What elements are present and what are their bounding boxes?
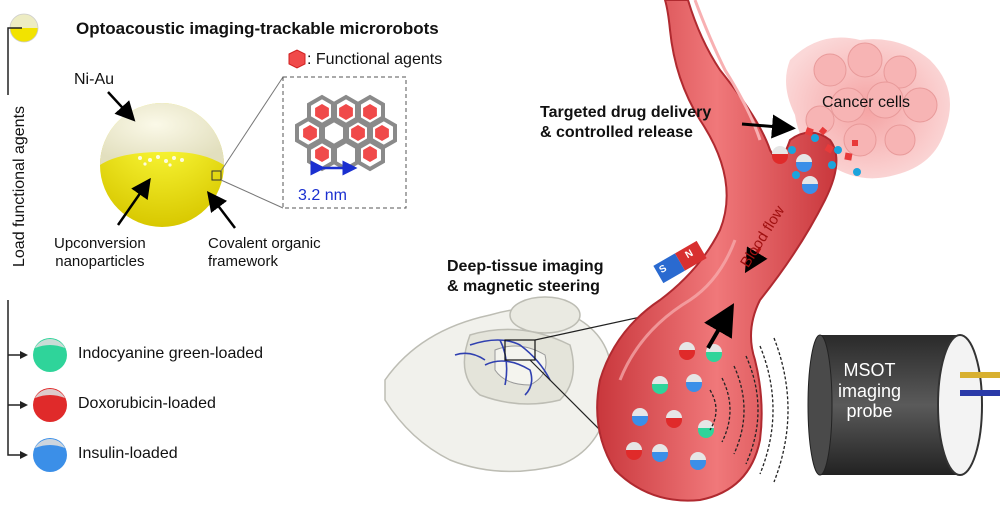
variant-spheres [33, 338, 67, 472]
icg-sphere-icon [33, 338, 67, 372]
functional-agents-label: : Functional agents [307, 51, 443, 68]
targeted-arrow [741, 114, 796, 139]
side-label: Load functional agents [11, 105, 28, 267]
vessel-microrobot [652, 444, 668, 462]
vessel-microrobot [626, 442, 642, 460]
microrobot-sphere [100, 103, 224, 227]
microrobot-movement-arrow [704, 303, 735, 350]
vessel-microrobot [698, 420, 714, 438]
vessel-microrobot [690, 452, 706, 470]
vessel-microrobot [632, 408, 648, 426]
variant-dox-label: Doxorubicin-loaded [78, 395, 216, 412]
ucnp-label: Upconversion nanoparticles [54, 235, 146, 270]
functional-agent-hex [375, 125, 389, 141]
blood-flow-arrow [744, 246, 768, 274]
cancer-cells-label: Cancer cells [822, 94, 911, 111]
variant-insulin-label: Insulin-loaded [78, 445, 178, 462]
deep-tissue-label: Deep-tissue imaging & magnetic steering [447, 258, 604, 295]
functional-agent-hex [315, 104, 329, 120]
mouse-zoom-box [504, 339, 536, 361]
vessel-microrobot [679, 342, 695, 360]
dox-sphere-icon [33, 388, 67, 422]
vessel-microrobots [626, 146, 818, 470]
pore-size-label: 3.2 nm [298, 187, 347, 204]
functional-agent-hex-icon [288, 49, 306, 69]
title-microrobot-icon [9, 13, 39, 43]
left-bracket [7, 27, 22, 456]
bracket-arrowheads [20, 351, 28, 459]
vessel-microrobot [666, 410, 682, 428]
sphere-pointer-arrows [107, 91, 236, 229]
vessel-microrobot [796, 154, 812, 172]
mouse-vessels [454, 339, 551, 396]
functional-agent-hex [315, 146, 329, 162]
released-drug-particles [788, 126, 861, 179]
vessel-microrobot [652, 376, 668, 394]
targeted-delivery-label: Targeted drug delivery & controlled rele… [540, 104, 712, 141]
ni-au-label: Ni-Au [74, 71, 115, 88]
functional-agent-hex [303, 125, 317, 141]
cof-pore-hex [355, 136, 385, 172]
cof-inset [282, 76, 407, 209]
acoustic-waves [709, 337, 789, 483]
magnet-icon [653, 240, 707, 284]
zoom-lines [220, 76, 284, 209]
functional-agent-hex [339, 104, 353, 120]
msot-probe [807, 334, 1000, 476]
mouse-head [384, 296, 613, 473]
vessel-microrobot [772, 146, 788, 164]
variant-icg-label: Indocyanine green-loaded [78, 345, 264, 362]
vessel-microrobot [686, 374, 702, 392]
insulin-sphere-icon [33, 438, 67, 472]
blood-vessel [596, 0, 838, 502]
functional-agent-hex [363, 104, 377, 120]
title: Optoacoustic imaging-trackable microrobo… [76, 19, 439, 38]
vessel-microrobot [802, 176, 818, 194]
functional-agent-hex [351, 125, 365, 141]
msot-label: MSOT imaging probe [838, 360, 902, 422]
cof-label: Covalent organic framework [208, 235, 321, 270]
functional-agent-hex [363, 146, 377, 162]
